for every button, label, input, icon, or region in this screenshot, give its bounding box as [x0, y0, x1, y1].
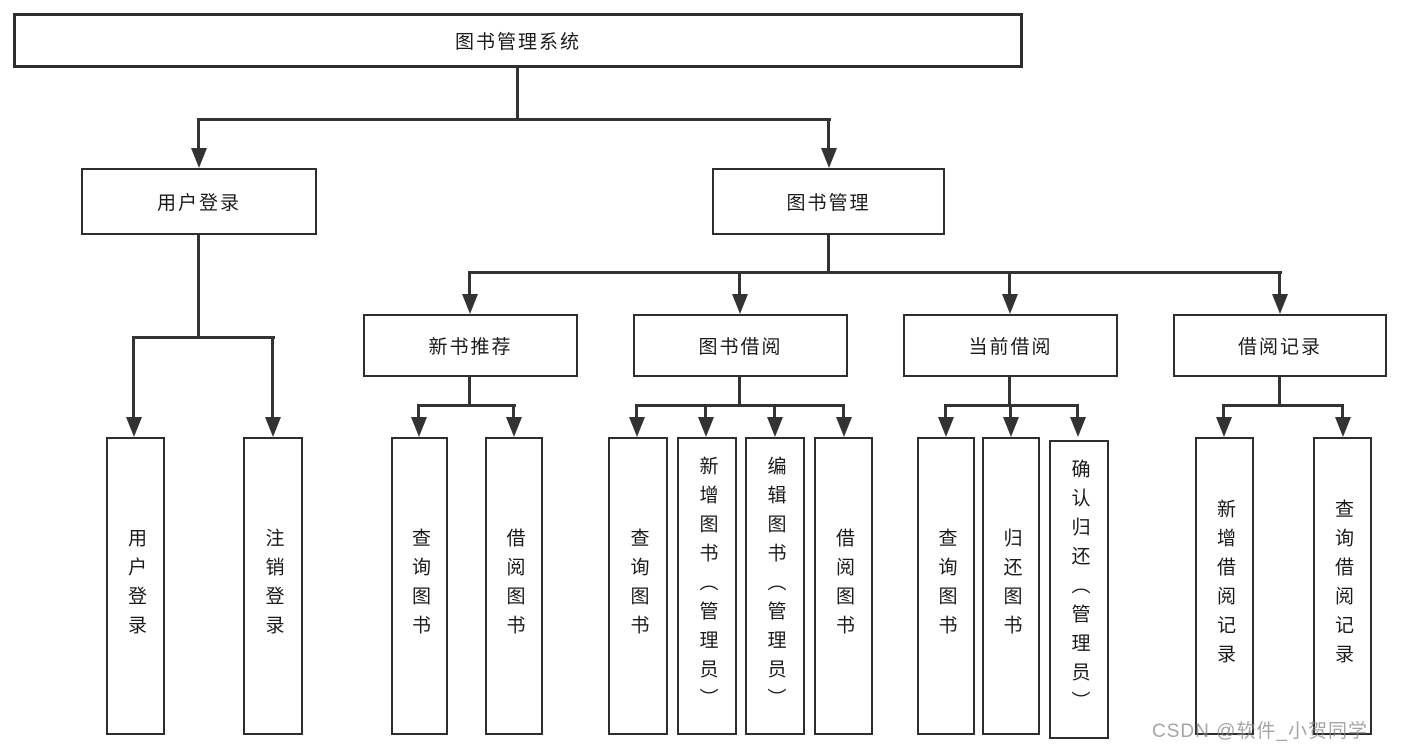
arrowhead-icon — [1002, 294, 1018, 314]
leaf-label: 归还图书 — [1000, 528, 1022, 644]
arrowhead-icon — [126, 417, 142, 437]
leaf-label: 借阅图书 — [503, 528, 525, 644]
edge-line — [738, 377, 741, 406]
arrowhead-icon — [1216, 417, 1232, 437]
arrowhead-icon — [732, 294, 748, 314]
node-label: 借阅记录 — [1237, 337, 1322, 358]
node-label: 图书借阅 — [698, 337, 783, 358]
edge-line — [197, 118, 831, 121]
node-new-book-recommendation: 新书推荐 — [363, 314, 578, 377]
edge-line — [1076, 404, 1079, 419]
edge-line — [635, 404, 638, 419]
leaf-edit-books-admin: 编辑图书（管理员） — [745, 437, 805, 735]
arrowhead-icon — [698, 417, 714, 437]
leaf-label: 用户登录 — [125, 528, 146, 644]
leaf-logout: 注销登录 — [243, 437, 303, 735]
leaf-borrow-books-recommend: 借阅图书 — [485, 437, 543, 735]
edge-line — [468, 377, 471, 406]
edge-line — [132, 336, 135, 418]
arrowhead-icon — [1335, 417, 1351, 437]
edge-line — [944, 404, 947, 419]
edge-line — [512, 404, 515, 419]
arrowhead-icon — [1070, 417, 1086, 437]
csdn-watermark: CSDN @软件_小贺同学 — [1152, 721, 1368, 742]
edge-line — [842, 404, 845, 419]
edge-line — [827, 235, 830, 274]
node-label: 新书推荐 — [428, 337, 513, 358]
arrowhead-icon — [506, 417, 522, 437]
node-user-login: 用户登录 — [81, 168, 317, 235]
node-label: 用户登录 — [156, 193, 241, 214]
edge-line — [738, 271, 741, 296]
leaf-query-books-recommend: 查询图书 — [391, 437, 448, 735]
node-label: 图书管理系统 — [454, 32, 581, 53]
leaf-label: 注销登录 — [262, 528, 284, 644]
node-current-borrowing: 当前借阅 — [903, 314, 1118, 377]
leaf-query-books-current: 查询图书 — [917, 437, 975, 735]
edge-line — [827, 118, 830, 150]
node-label: 图书管理 — [786, 193, 871, 214]
edge-line — [469, 271, 1282, 274]
leaf-add-borrow-record: 新增借阅记录 — [1195, 437, 1254, 735]
leaf-query-borrow-record: 查询借阅记录 — [1313, 437, 1372, 735]
node-borrowing-records: 借阅记录 — [1173, 314, 1387, 377]
arrowhead-icon — [938, 417, 954, 437]
edge-line — [197, 235, 200, 337]
edge-line — [516, 68, 519, 120]
leaf-user-login: 用户登录 — [106, 437, 165, 735]
edge-line — [1008, 271, 1011, 296]
arrowhead-icon — [629, 417, 645, 437]
edge-line — [1222, 404, 1225, 419]
edge-line — [635, 404, 845, 407]
edge-line — [1341, 404, 1344, 419]
edge-line — [418, 404, 516, 407]
edge-line — [468, 271, 471, 296]
leaf-label: 编辑图书（管理员） — [764, 455, 786, 717]
arrowhead-icon — [1003, 417, 1019, 437]
leaf-label: 确认归还（管理员） — [1068, 459, 1090, 720]
leaf-label: 查询图书 — [409, 528, 430, 644]
node-book-management: 图书管理 — [712, 168, 945, 235]
node-label: 当前借阅 — [968, 337, 1053, 358]
leaf-label: 新增借阅记录 — [1214, 499, 1235, 673]
node-library-management-system: 图书管理系统 — [13, 13, 1023, 68]
arrowhead-icon — [462, 294, 478, 314]
edge-line — [1009, 404, 1012, 419]
arrowhead-icon — [191, 148, 207, 168]
edge-line — [133, 336, 275, 339]
edge-line — [197, 118, 200, 150]
edge-line — [1278, 377, 1281, 406]
node-book-borrowing: 图书借阅 — [633, 314, 848, 377]
edge-line — [1222, 404, 1344, 407]
leaf-label: 查询图书 — [935, 528, 957, 644]
edge-line — [773, 404, 776, 419]
leaf-label: 查询图书 — [627, 528, 649, 644]
edge-line — [704, 404, 707, 419]
arrowhead-icon — [411, 417, 427, 437]
arrowhead-icon — [836, 417, 852, 437]
arrowhead-icon — [821, 148, 837, 168]
leaf-return-books: 归还图书 — [982, 437, 1040, 735]
arrowhead-icon — [265, 417, 281, 437]
leaf-confirm-return-admin: 确认归还（管理员） — [1049, 440, 1109, 739]
leaf-add-books-admin: 新增图书（管理员） — [677, 437, 737, 735]
edge-line — [417, 404, 420, 419]
arrowhead-icon — [1272, 294, 1288, 314]
edge-line — [271, 336, 274, 418]
edge-line — [1008, 377, 1011, 406]
edge-line — [1278, 271, 1281, 296]
arrowhead-icon — [767, 417, 783, 437]
leaf-borrow-books-borrowing: 借阅图书 — [814, 437, 873, 735]
leaf-label: 新增图书（管理员） — [696, 455, 718, 717]
leaf-label: 借阅图书 — [833, 528, 854, 644]
leaf-query-books-borrowing: 查询图书 — [608, 437, 668, 735]
leaf-label: 查询借阅记录 — [1332, 499, 1353, 673]
